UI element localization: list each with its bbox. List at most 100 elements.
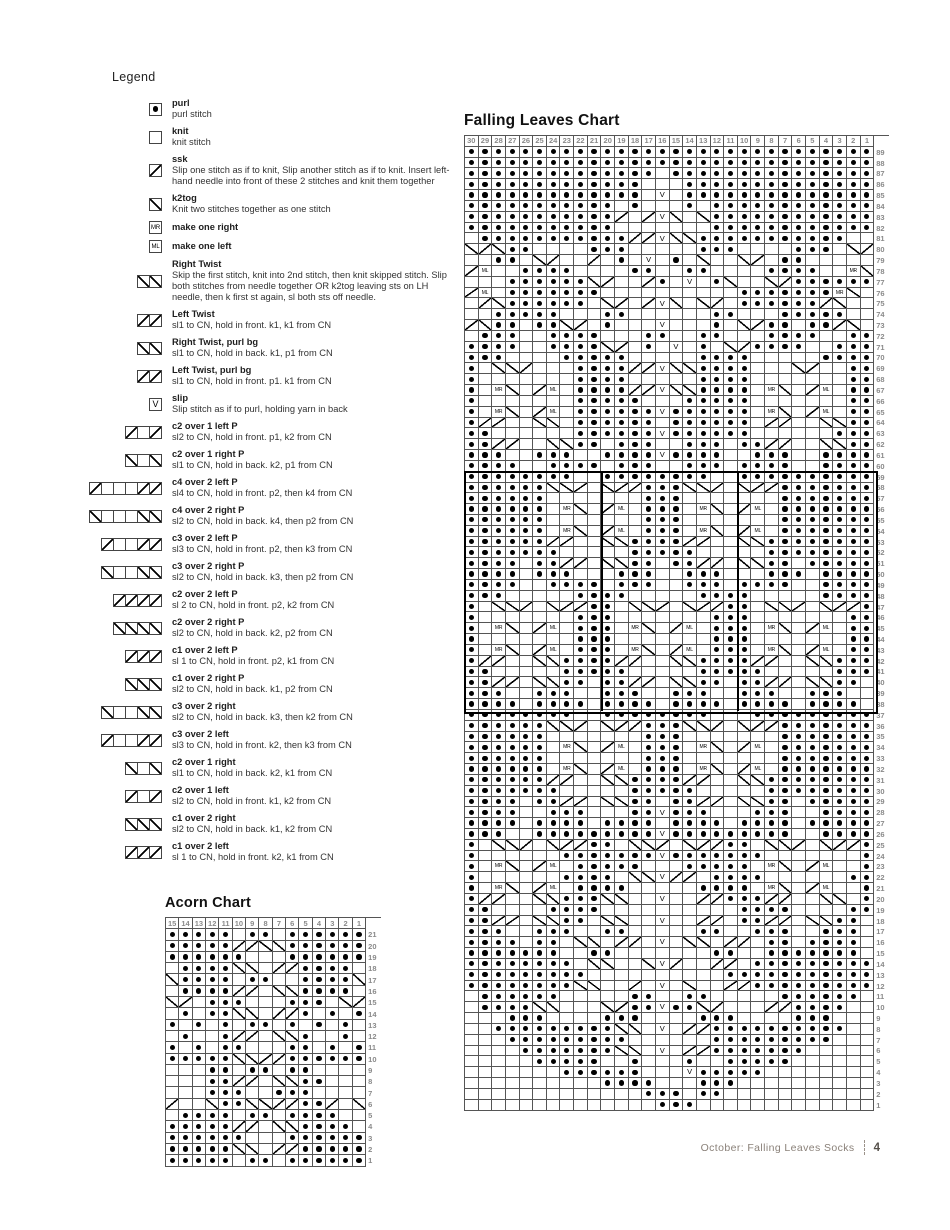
chart-cell [833, 363, 847, 375]
chart-cell [505, 1056, 520, 1068]
chart-cell [546, 1078, 561, 1089]
chart-cell [806, 244, 820, 256]
chart-cell [655, 774, 670, 786]
chart-cell [628, 504, 643, 515]
chart-cell [587, 764, 602, 775]
chart-cell [765, 558, 779, 570]
chart-cell [819, 460, 834, 472]
chart-cell [628, 352, 643, 364]
chart-cell [628, 623, 643, 635]
column-number: 20 [601, 136, 616, 147]
chart-cell [846, 958, 861, 970]
chart-cell [574, 829, 588, 840]
chart-cell [765, 980, 779, 992]
chart-cell [615, 320, 629, 331]
chart-cell [505, 385, 520, 396]
chart-cell [546, 471, 561, 483]
chart-cell [259, 1155, 273, 1167]
chart-cell [546, 1034, 561, 1046]
chart-cell [574, 883, 588, 894]
chart-cell [655, 514, 670, 526]
chart-cell [778, 709, 793, 721]
stitch-symbol-cell [125, 593, 138, 607]
legend-item-desc: sl1 to CN, hold in front. p1. k1 from CN [172, 376, 332, 386]
chart-cell [819, 958, 834, 970]
chart-cell [601, 590, 616, 602]
chart-row: 23 [465, 861, 889, 873]
chart-cell [574, 774, 588, 786]
chart-cell [751, 720, 766, 732]
chart-cell [478, 460, 493, 472]
chart-cell [860, 222, 875, 234]
chart-cell [465, 211, 479, 223]
chart-cell [601, 861, 616, 873]
chart-cell [560, 146, 575, 158]
chart-cell [778, 579, 793, 591]
column-number: 6 [792, 136, 807, 147]
chart-cell [299, 1087, 313, 1099]
chart-cell [339, 1008, 353, 1020]
chart-cell [819, 439, 834, 451]
chart-cell [533, 482, 547, 494]
chart-cell [465, 1067, 479, 1079]
chart-cell [833, 883, 847, 894]
chart-cell [560, 320, 575, 331]
chart-cell [765, 883, 779, 894]
chart-cell [492, 320, 506, 331]
chart-cell [751, 157, 766, 169]
chart-cell [751, 731, 766, 743]
chart-cell [792, 764, 807, 775]
chart-cell [860, 1067, 875, 1079]
chart-cell [465, 634, 479, 645]
chart-row: 74 [465, 309, 889, 321]
legend-item-desc: sl2 to CN, hold in front. k1, k2 from CN [172, 796, 332, 806]
chart-cell [710, 417, 725, 429]
chart-cell [778, 363, 793, 375]
chart-cell [478, 320, 493, 331]
chart-cell [519, 590, 534, 602]
row-number: 21 [368, 930, 377, 940]
chart-cell [737, 590, 752, 602]
chart-row: 81 [465, 233, 889, 245]
chart-cell [696, 601, 711, 613]
chart-cell [628, 320, 643, 331]
chart-cell [792, 991, 807, 1003]
chart-cell [546, 450, 561, 461]
chart-cell [819, 157, 834, 169]
chart-cell [615, 796, 629, 808]
stitch-symbol-cell [101, 537, 114, 551]
stitch-symbol-cell [149, 481, 162, 495]
chart-cell [737, 450, 752, 461]
chart-cell [272, 951, 287, 964]
chart-cell [587, 1023, 602, 1035]
chart-cell [533, 991, 547, 1003]
chart-cell [505, 569, 520, 580]
chart-cell [696, 439, 711, 451]
chart-cell [533, 460, 547, 472]
chart-cell [819, 742, 834, 754]
chart-cell [724, 818, 738, 829]
chart-cell [519, 547, 534, 559]
chart-cell [792, 980, 807, 992]
chart-cell [574, 374, 588, 386]
chart-cell [259, 1143, 273, 1156]
chart-cell [833, 547, 847, 559]
chart-cell [669, 829, 684, 840]
chart-cell [642, 439, 656, 451]
chart-cell [819, 818, 834, 829]
chart-cell [601, 244, 616, 256]
chart-cell [312, 929, 327, 941]
chart-cell [478, 948, 493, 959]
chart-cell [806, 276, 820, 288]
chart-cell [833, 926, 847, 938]
chart-cell [533, 785, 547, 797]
chart-cell [505, 525, 520, 537]
chart-cell [724, 590, 738, 602]
chart-cell [505, 731, 520, 743]
row-number: 86 [876, 180, 885, 190]
chart-cell [601, 320, 616, 331]
chart-cell [737, 287, 752, 299]
chart-cell [465, 774, 479, 786]
chart-cell [642, 807, 656, 819]
